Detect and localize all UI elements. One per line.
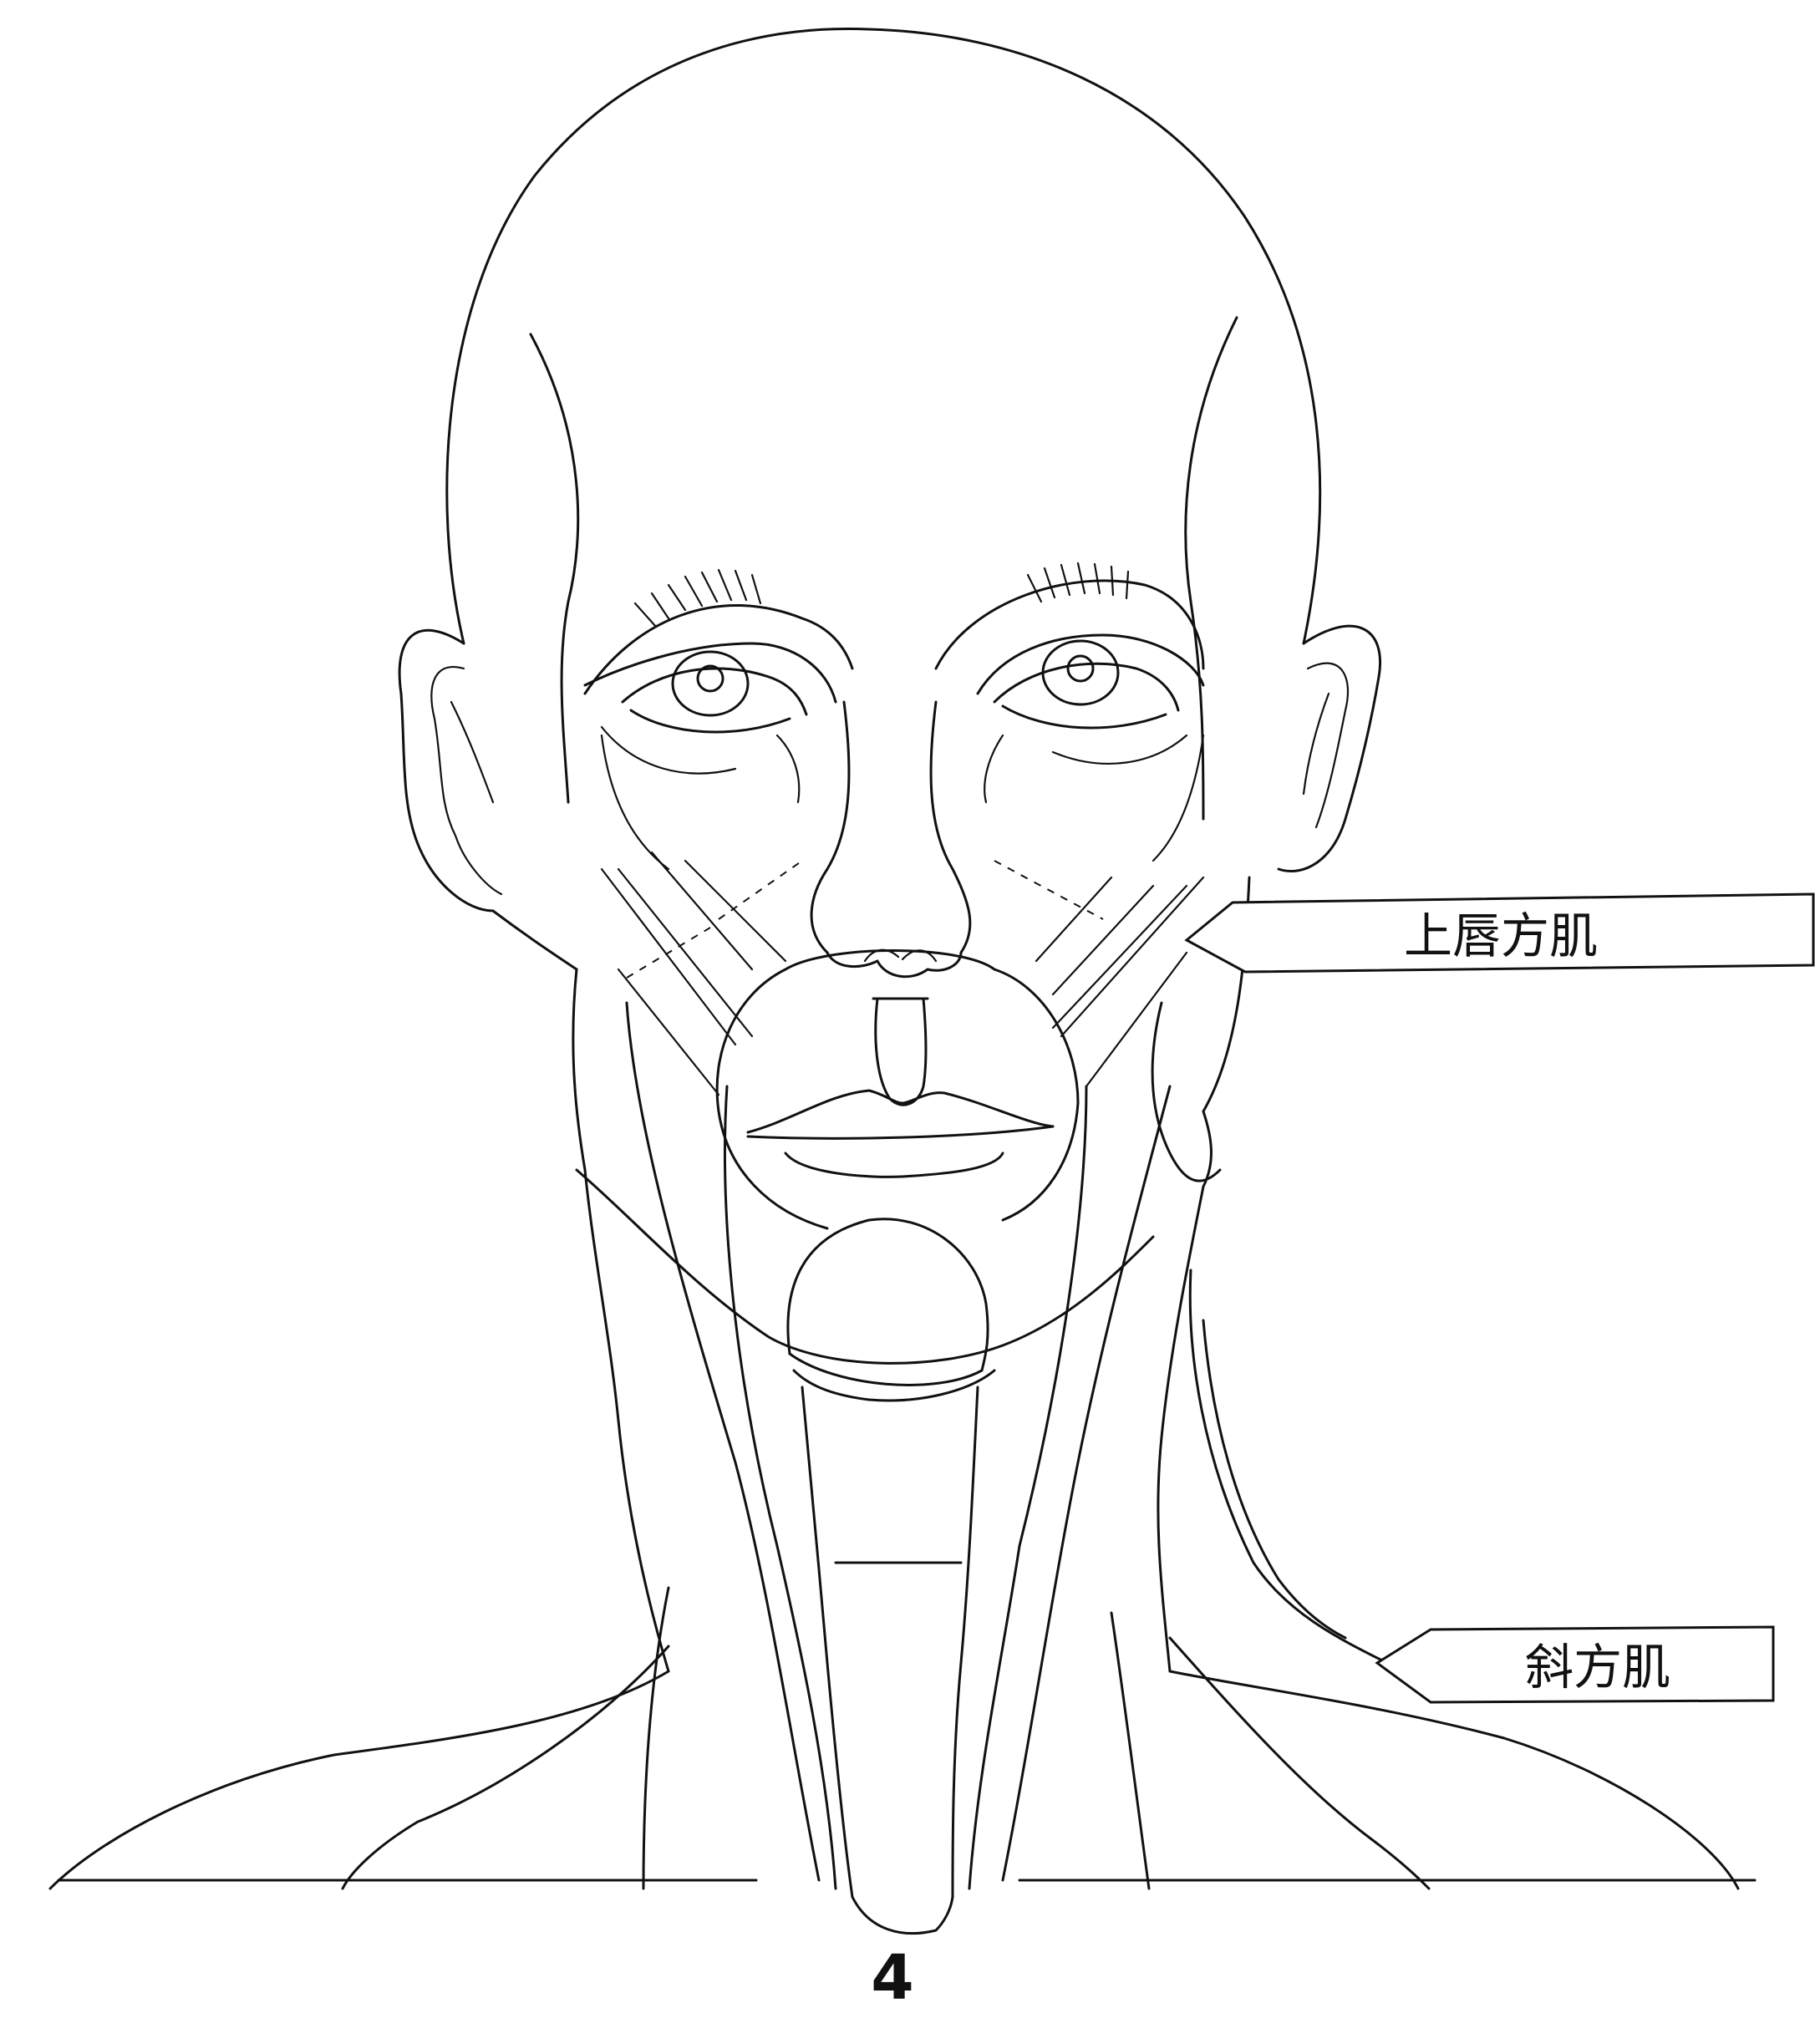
right-ear-fold (1304, 694, 1329, 794)
shoulder-left (50, 1671, 669, 1889)
shoulder-left-inner (343, 1646, 669, 1889)
zygomaticus-right-3 (1053, 886, 1153, 994)
face-left-contour (493, 911, 577, 969)
right-cheekbone (1153, 735, 1203, 861)
left-brow (585, 605, 852, 694)
callout-label-upper-lip: 上唇方肌 (1404, 908, 1598, 964)
callout-label-trapezius: 斜方肌 (1525, 1639, 1670, 1696)
callout-trapezius: 斜方肌 (1377, 1627, 1773, 1702)
clavicle-left (643, 1588, 669, 1889)
quadratus-labii-left-dash (719, 861, 802, 919)
mouth (748, 1091, 1053, 1177)
masseter-right (1152, 1003, 1220, 1181)
buccinator-right (1086, 953, 1187, 1086)
left-temple-line (531, 334, 578, 802)
shoulder-right-inner (1170, 1638, 1429, 1889)
zygomaticus-left-3 (652, 852, 752, 969)
quadratus-labii-left-dash-2 (627, 928, 710, 978)
orbicularis-oris (717, 969, 1078, 1228)
left-eye (602, 652, 806, 802)
orbicularis-top (785, 951, 994, 970)
right-ear-inner (1308, 664, 1348, 827)
right-temple-line (1186, 318, 1237, 819)
masseter-left (573, 969, 585, 1170)
neck-right-outer (1158, 1187, 1203, 1671)
nose (811, 702, 970, 977)
zygomaticus-left-4 (685, 861, 785, 961)
left-ear (399, 630, 493, 911)
zygomaticus-left-1 (602, 869, 735, 1045)
right-eye (984, 641, 1187, 802)
callout-upper-lip-muscle: 上唇方肌 (1187, 894, 1813, 972)
mentalis (788, 1219, 988, 1370)
zygomaticus-right-1 (1061, 877, 1203, 1036)
clavicle-right (1111, 1613, 1149, 1889)
quadratus-labii-right-dash (994, 861, 1103, 919)
zygomaticus-left-2 (618, 869, 752, 1036)
left-ear-fold (451, 702, 493, 802)
zygomaticus-right-2 (1053, 886, 1187, 1028)
masseter-right-inner (1203, 1111, 1211, 1187)
larynx-right (953, 1387, 978, 1897)
philtrum (876, 999, 926, 1105)
left-ear-inner (431, 667, 501, 894)
jaw-line (577, 1170, 1153, 1363)
buccinator-left (618, 969, 719, 1095)
shoulder-right (1170, 1671, 1738, 1889)
larynx-left (802, 1387, 852, 1897)
left-brow-hatching (635, 570, 760, 627)
jugular-notch (852, 1897, 953, 1934)
page-number: 4 (871, 1942, 914, 2014)
trapezius-right-line (1190, 1270, 1387, 1663)
